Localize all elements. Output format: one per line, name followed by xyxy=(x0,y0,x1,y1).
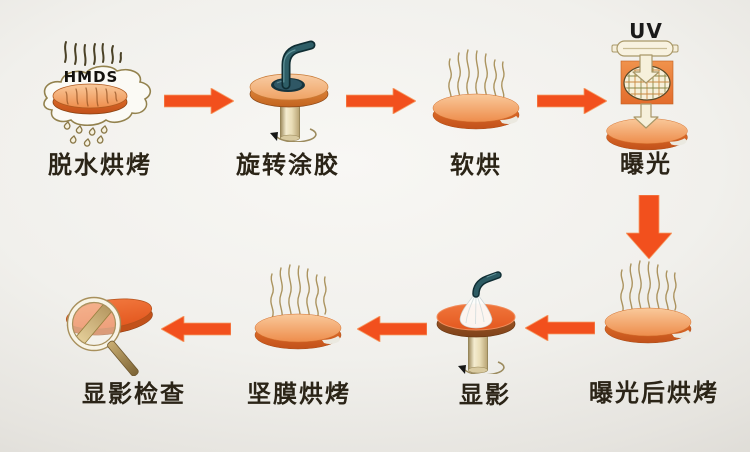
step-label-dehydration-bake: 脱水烘烤 xyxy=(48,151,152,179)
steam-icon xyxy=(64,41,122,66)
magnifier-handle-icon xyxy=(107,340,139,376)
wafer-icon xyxy=(604,307,692,344)
magnifier-icon xyxy=(66,296,139,376)
light-arrow-down-1-icon xyxy=(632,54,660,84)
wafer-icon xyxy=(254,313,342,350)
steam-icon xyxy=(270,264,327,323)
dehydration-bake-icon: HMDS xyxy=(43,41,152,147)
dispense-nozzle-icon xyxy=(281,40,316,90)
step-label-exposure: 曝光 xyxy=(620,150,672,178)
hard-bake-icon xyxy=(254,264,342,350)
flow-arrow-down-icon xyxy=(626,195,672,259)
post-exposure-bake-icon xyxy=(604,260,692,344)
flow-arrow-left-1-icon xyxy=(525,315,595,341)
step-label-hard-bake: 坚膜烘烤 xyxy=(247,380,351,408)
flow-arrow-left-3-icon xyxy=(161,316,231,342)
step-label-development-inspection: 显影检查 xyxy=(82,380,186,408)
step-label-spin-coating: 旋转涂胶 xyxy=(236,151,340,179)
spin-coating-icon xyxy=(249,40,329,142)
developer-spray-icon xyxy=(459,291,493,329)
soft-bake-icon xyxy=(432,49,520,130)
dispense-nozzle-icon xyxy=(472,271,502,298)
spindle-icon xyxy=(468,331,488,374)
flow-arrow-right-3-icon xyxy=(537,88,607,114)
development-inspection-icon xyxy=(65,296,153,376)
wafer-icon xyxy=(52,83,128,115)
flow-arrow-left-2-icon xyxy=(357,316,427,342)
development-icon xyxy=(436,271,516,374)
step-label-development: 显影 xyxy=(459,381,511,409)
light-arrow-down-2-icon xyxy=(633,103,659,129)
droplets-icon xyxy=(63,121,108,147)
flow-arrow-right-2-icon xyxy=(346,88,416,114)
uv-exposure-icon: UV xyxy=(606,19,688,151)
hmds-annotation: HMDS xyxy=(64,68,119,86)
uv-annotation: UV xyxy=(629,19,663,43)
step-label-soft-bake: 软烘 xyxy=(450,151,502,179)
uv-lamp-icon xyxy=(611,40,679,57)
flow-arrow-right-1-icon xyxy=(164,88,234,114)
step-label-post-exposure-bake: 曝光后烘烤 xyxy=(589,379,719,407)
wafer-icon xyxy=(432,93,520,130)
